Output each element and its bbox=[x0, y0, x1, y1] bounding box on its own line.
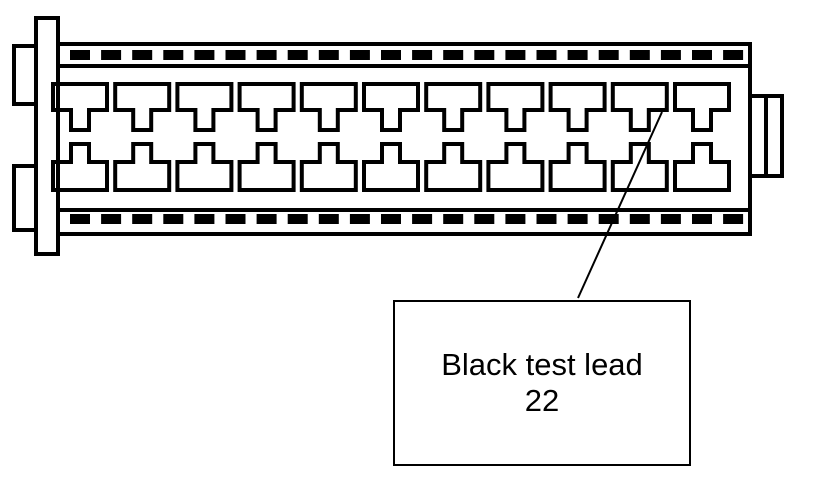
bottom-rail-slots bbox=[70, 214, 744, 224]
pin-bottom-9 bbox=[548, 142, 607, 192]
rail-slot bbox=[194, 214, 215, 224]
rail-slot bbox=[629, 214, 650, 224]
rail-slot bbox=[660, 50, 681, 60]
rail-slot bbox=[256, 214, 277, 224]
rail-slot bbox=[318, 50, 339, 60]
rail-slot bbox=[723, 214, 744, 224]
rail-slot bbox=[132, 50, 153, 60]
pin-bottom-6 bbox=[362, 142, 420, 192]
rail-slot bbox=[349, 50, 370, 60]
pin-top-6 bbox=[362, 82, 420, 132]
top-rail-slots bbox=[70, 50, 744, 60]
rail-slot bbox=[505, 50, 526, 60]
left-flange-tab-top bbox=[12, 44, 38, 106]
pin-top-3 bbox=[175, 82, 234, 132]
rail-slot bbox=[474, 214, 495, 224]
pin-bottom-5 bbox=[299, 142, 358, 192]
rail-slot bbox=[318, 214, 339, 224]
rail-slot bbox=[692, 214, 712, 224]
rail-slot bbox=[287, 214, 308, 224]
pin-row-bottom bbox=[51, 142, 731, 192]
rail-slot bbox=[101, 50, 122, 60]
pin-bottom-2 bbox=[113, 142, 172, 192]
rail-slot bbox=[443, 214, 464, 224]
rail-slot bbox=[567, 214, 588, 224]
rail-slot bbox=[723, 50, 744, 60]
rail-slot bbox=[536, 50, 557, 60]
pin-bottom-11 bbox=[673, 142, 731, 192]
rail-slot bbox=[381, 50, 401, 60]
pin-top-4 bbox=[237, 82, 296, 132]
rail-slot bbox=[536, 214, 557, 224]
pin-bottom-1 bbox=[51, 142, 109, 192]
rail-slot bbox=[349, 214, 370, 224]
rail-slot bbox=[412, 50, 433, 60]
pin-bottom-3 bbox=[175, 142, 234, 192]
pin-top-9 bbox=[548, 82, 607, 132]
rail-slot bbox=[598, 50, 619, 60]
left-flange-bar bbox=[34, 16, 60, 256]
pin-top-5 bbox=[299, 82, 358, 132]
callout-box: Black test lead 22 bbox=[393, 300, 691, 466]
connector-body bbox=[56, 42, 784, 236]
pin-top-8 bbox=[486, 82, 545, 132]
rail-slot bbox=[194, 50, 215, 60]
rail-slot bbox=[101, 214, 122, 224]
rail-slot bbox=[163, 214, 184, 224]
rail-slot bbox=[132, 214, 153, 224]
pin-bottom-4 bbox=[237, 142, 296, 192]
rail-slot bbox=[287, 50, 308, 60]
pin-bottom-8 bbox=[486, 142, 545, 192]
rail-slot bbox=[163, 50, 184, 60]
rail-slot bbox=[567, 50, 588, 60]
rail-slot bbox=[629, 50, 650, 60]
rail-slot bbox=[474, 50, 495, 60]
pin-top-11 bbox=[673, 82, 731, 132]
callout-pin-number: 22 bbox=[524, 383, 560, 418]
rail-slot bbox=[70, 214, 90, 224]
rail-slot bbox=[505, 214, 526, 224]
rail-slot bbox=[660, 214, 681, 224]
connector-housing bbox=[56, 42, 752, 236]
pin-row-top bbox=[51, 82, 731, 132]
rail-slot bbox=[70, 50, 90, 60]
callout-label: Black test lead bbox=[441, 347, 643, 383]
rail-slot bbox=[598, 214, 619, 224]
left-flange-tab-bottom bbox=[12, 164, 38, 232]
pin-top-7 bbox=[424, 82, 483, 132]
pin-top-2 bbox=[113, 82, 172, 132]
rail-slot bbox=[692, 50, 712, 60]
rail-slot bbox=[381, 214, 401, 224]
rail-slot bbox=[443, 50, 464, 60]
callout-leader-line bbox=[577, 111, 663, 299]
rail-slot bbox=[225, 214, 246, 224]
rail-slot bbox=[225, 50, 246, 60]
rail-slot bbox=[412, 214, 433, 224]
rail-slot bbox=[256, 50, 277, 60]
pin-bottom-7 bbox=[424, 142, 483, 192]
pin-top-1 bbox=[51, 82, 109, 132]
pin-bottom-10 bbox=[610, 142, 669, 192]
pin-top-10 bbox=[610, 82, 669, 132]
left-flange bbox=[12, 16, 60, 256]
